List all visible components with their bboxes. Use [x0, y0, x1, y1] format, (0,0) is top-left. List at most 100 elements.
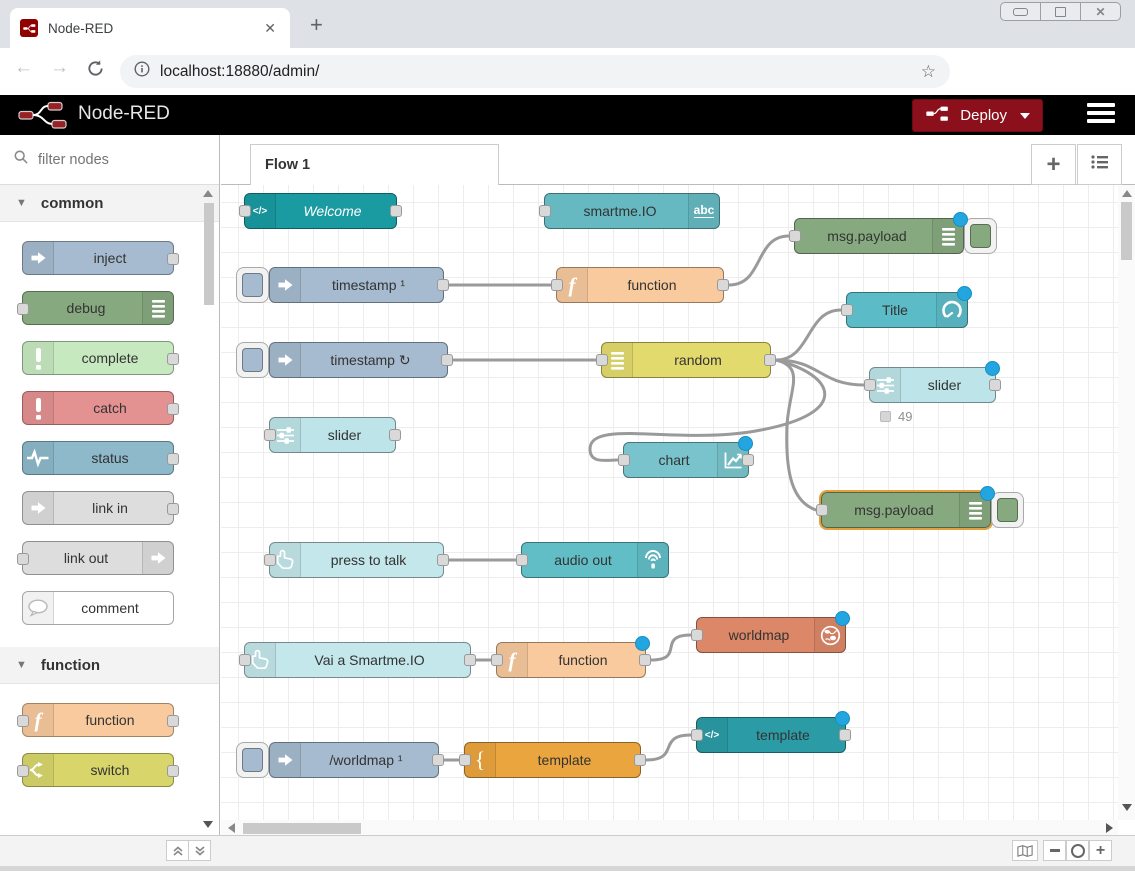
flow-node-vai[interactable]: Vai a Smartme.IO [239, 642, 476, 678]
inject-button[interactable] [236, 742, 269, 778]
input-port[interactable] [691, 629, 703, 641]
input-port[interactable] [264, 554, 276, 566]
flow-node-audio[interactable]: audio out [516, 542, 669, 578]
flow-node-wm_inject[interactable]: /worldmap ¹ [236, 742, 444, 778]
output-port[interactable] [639, 654, 651, 666]
output-port[interactable] [167, 503, 179, 515]
palette-node-comment[interactable]: comment [22, 591, 174, 625]
output-port[interactable] [167, 765, 179, 777]
debug-toggle-button[interactable] [991, 492, 1024, 528]
input-port[interactable] [239, 205, 251, 217]
add-flow-button[interactable]: + [1031, 144, 1076, 185]
palette-scroll-up-arrow[interactable] [203, 190, 213, 197]
palette-node-complete[interactable]: complete [22, 341, 179, 375]
palette-scrollbar[interactable] [204, 203, 214, 305]
input-port[interactable] [789, 230, 801, 242]
flow-node-msgp_top[interactable]: msg.payload [789, 212, 997, 254]
palette-node-link-in[interactable]: link in [22, 491, 179, 525]
debug-toggle-button[interactable] [964, 218, 997, 254]
input-port[interactable] [618, 454, 630, 466]
flow-node-tmpl_t[interactable]: </>template [691, 711, 851, 753]
wire-func_top-to-msgp_top[interactable] [727, 234, 791, 287]
scroll-up-arrow[interactable] [1122, 190, 1132, 197]
output-port[interactable] [634, 754, 646, 766]
output-port[interactable] [437, 554, 449, 566]
flow-node-msgp_sel[interactable]: msg.payload [816, 486, 1024, 530]
output-port[interactable] [464, 654, 476, 666]
wire-random-to-slider_r[interactable] [774, 358, 866, 387]
scroll-right-arrow[interactable] [1106, 823, 1113, 833]
input-port[interactable] [491, 654, 503, 666]
output-port[interactable] [167, 253, 179, 265]
palette-category-function[interactable]: ▼function [0, 647, 219, 684]
zoom-reset-button[interactable] [1066, 840, 1089, 861]
inject-button[interactable] [236, 267, 269, 303]
main-menu-button[interactable] [1087, 103, 1115, 127]
input-port[interactable] [516, 554, 528, 566]
new-tab-button[interactable]: + [310, 12, 323, 37]
window-maximize-button[interactable] [1040, 3, 1080, 20]
flow-node-slider_l[interactable]: slider [264, 417, 401, 453]
input-port[interactable] [17, 765, 29, 777]
flow-node-ts2[interactable]: timestamp ↻ [236, 342, 453, 378]
output-port[interactable] [432, 754, 444, 766]
palette-node-link-out[interactable]: link out [17, 541, 174, 575]
browser-tab[interactable]: Node-RED ✕ [10, 8, 290, 48]
input-port[interactable] [17, 303, 29, 315]
flow-node-tmpl_o[interactable]: {template [459, 742, 646, 778]
flow-node-title[interactable]: Title [841, 286, 972, 328]
flow-node-worldmap[interactable]: worldmap [691, 611, 850, 653]
navigator-map-button[interactable] [1012, 840, 1038, 861]
flow-list-button[interactable] [1077, 144, 1122, 185]
bookmark-star-icon[interactable]: ☆ [920, 61, 936, 82]
window-close-button[interactable]: ✕ [1080, 3, 1120, 20]
palette-node-status[interactable]: status [22, 441, 179, 475]
page-info-icon[interactable] [134, 61, 150, 82]
flow-node-ts1[interactable]: timestamp ¹ [236, 267, 449, 303]
wire-tmpl_o-to-tmpl_t[interactable] [644, 733, 693, 762]
palette-node-inject[interactable]: inject [22, 241, 179, 275]
zoom-out-button[interactable] [1043, 840, 1066, 861]
horizontal-scrollbar[interactable] [221, 820, 1118, 836]
input-port[interactable] [539, 205, 551, 217]
palette-collapse-down-button[interactable] [188, 840, 211, 861]
zoom-in-button[interactable]: + [1089, 840, 1112, 861]
flow-tab[interactable]: Flow 1 [250, 144, 499, 185]
vertical-scrollbar[interactable] [1118, 185, 1135, 820]
url-bar[interactable]: localhost:18880/admin/ ☆ [120, 55, 950, 88]
palette-scroll-down-arrow[interactable] [203, 821, 213, 828]
scroll-left-arrow[interactable] [228, 823, 235, 833]
vertical-scroll-thumb[interactable] [1121, 202, 1132, 260]
output-port[interactable] [167, 453, 179, 465]
input-port[interactable] [691, 729, 703, 741]
wire-func_bot-to-worldmap[interactable] [649, 633, 693, 662]
window-minimize-button[interactable] [1001, 3, 1040, 20]
input-port[interactable] [459, 754, 471, 766]
output-port[interactable] [742, 454, 754, 466]
deploy-caret-icon[interactable] [1020, 112, 1030, 119]
output-port[interactable] [764, 354, 776, 366]
flow-node-welcome[interactable]: </>Welcome [239, 193, 402, 229]
output-port[interactable] [989, 379, 1001, 391]
wire-random-to-msgp_sel[interactable] [774, 358, 818, 512]
input-port[interactable] [841, 304, 853, 316]
output-port[interactable] [167, 353, 179, 365]
flow-node-chart[interactable]: chart [618, 436, 754, 478]
input-port[interactable] [816, 504, 828, 516]
deploy-button[interactable]: Deploy [912, 99, 1043, 132]
inject-button[interactable] [236, 342, 269, 378]
output-port[interactable] [390, 205, 402, 217]
output-port[interactable] [167, 403, 179, 415]
flow-node-random[interactable]: random [596, 342, 776, 378]
palette-category-common[interactable]: ▼common [0, 185, 219, 222]
wire-random-to-chart[interactable] [588, 358, 827, 462]
scroll-down-arrow[interactable] [1122, 804, 1132, 811]
input-port[interactable] [264, 429, 276, 441]
input-port[interactable] [864, 379, 876, 391]
filter-nodes-input[interactable] [36, 150, 190, 169]
